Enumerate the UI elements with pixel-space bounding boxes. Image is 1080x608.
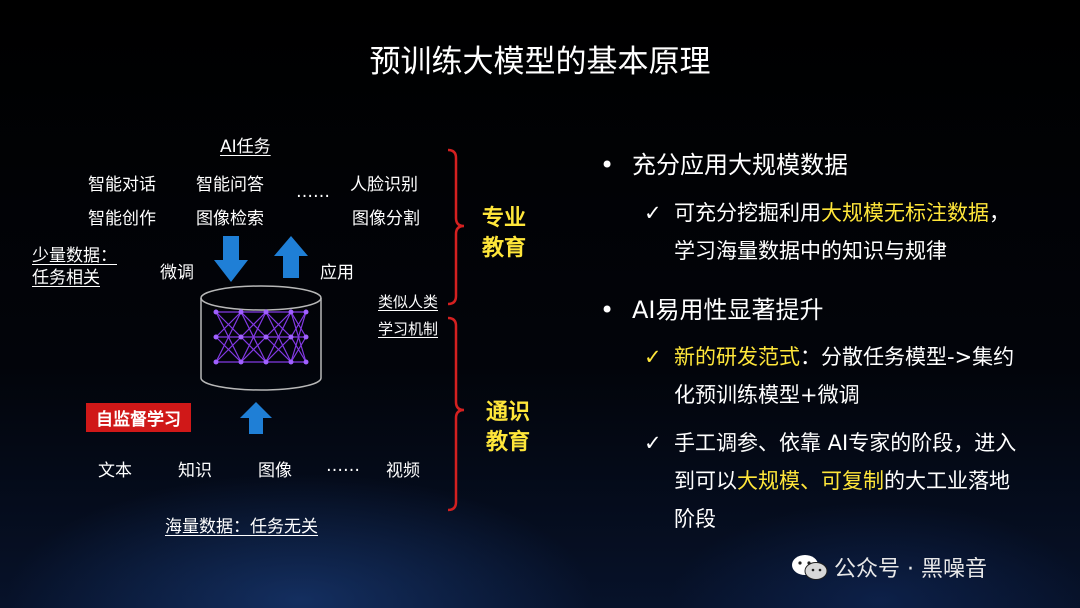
arrow-down-icon — [214, 236, 248, 282]
apply-label: 应用 — [320, 263, 354, 283]
task-item: 图像分割 — [352, 209, 420, 229]
professional-education-label: 专业 教育 — [482, 206, 527, 261]
bracket-icon — [447, 148, 465, 512]
massive-data-label: 海量数据：任务无关 — [165, 517, 318, 537]
arrow-up-icon — [274, 236, 308, 278]
task-item: 人脸识别 — [350, 175, 418, 195]
check-icon: ✓ — [644, 345, 662, 369]
arrow-up-icon — [240, 402, 272, 434]
bullet-1: •充分应用大规模数据 — [600, 151, 848, 179]
bullet-1-sub-1: ✓可充分挖掘利用大规模无标注数据， 学习海量数据中的知识与规律 — [644, 194, 1010, 270]
task-item: 图像检索 — [196, 209, 264, 229]
input-item: 知识 — [178, 461, 212, 481]
bullet-2-sub-1: ✓新的研发范式：分散任务模型->集约 化预训练模型+微调 — [644, 338, 1014, 414]
input-item: 视频 — [386, 461, 420, 481]
task-item: 智能对话 — [88, 175, 156, 195]
bullet-2-sub-2: ✓手工调参、依靠 AI专家的阶段，进入 到可以大规模、可复制的大工业落地 阶段 — [644, 424, 1016, 538]
finetune-label: 微调 — [160, 263, 194, 283]
bullet-dot-icon: • — [600, 296, 615, 324]
check-icon: ✓ — [644, 431, 662, 455]
task-item: 智能问答 — [196, 175, 264, 195]
check-icon: ✓ — [644, 201, 662, 225]
ai-tasks-heading: AI任务 — [220, 137, 271, 157]
self-supervised-tag: 自监督学习 — [86, 403, 191, 432]
wechat-icon — [792, 555, 828, 580]
neural-network-icon — [200, 285, 322, 391]
input-item: 图像 — [258, 461, 292, 481]
bullet-2: •AI易用性显著提升 — [600, 296, 824, 324]
page-title: 预训练大模型的基本原理 — [369, 44, 711, 80]
few-data-label: 少量数据： 任务相关 — [32, 246, 117, 288]
ellipsis: …… — [326, 456, 360, 476]
task-item: 智能创作 — [88, 209, 156, 229]
general-education-label: 通识 教育 — [486, 400, 531, 455]
ellipsis: …… — [296, 182, 330, 202]
watermark: 公众号 · 黑噪音 — [790, 551, 987, 583]
input-item: 文本 — [98, 461, 132, 481]
bullet-dot-icon: • — [600, 151, 615, 179]
human-like-label: 类似人类 学习机制 — [378, 293, 439, 338]
